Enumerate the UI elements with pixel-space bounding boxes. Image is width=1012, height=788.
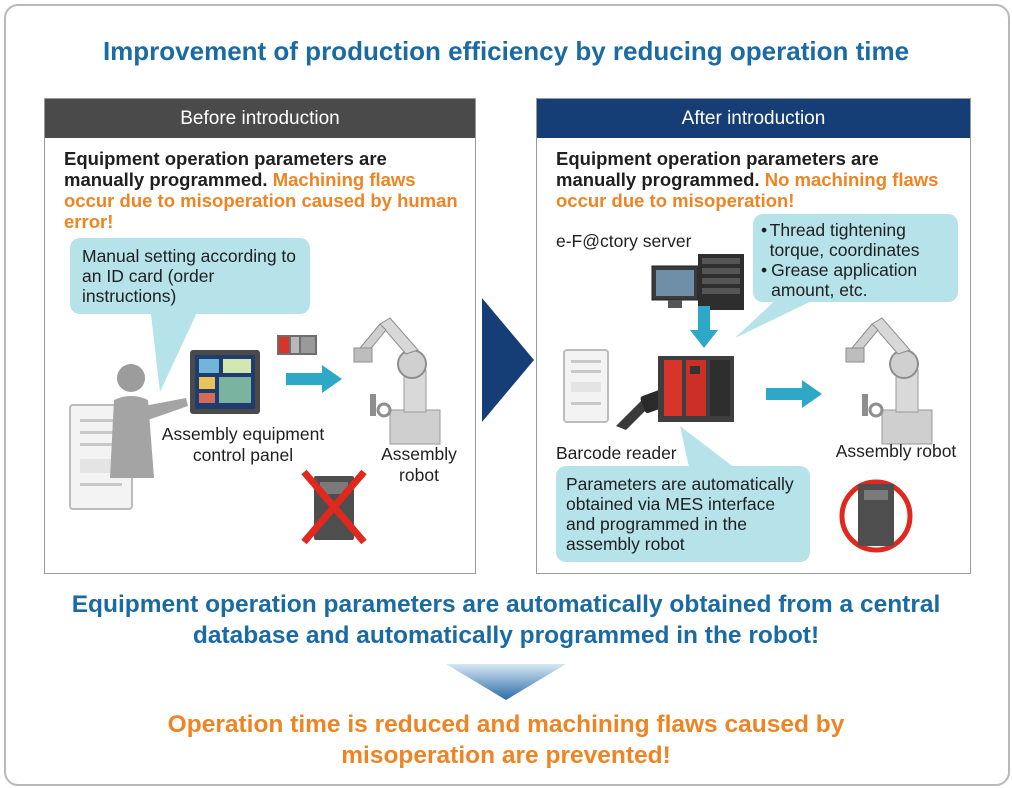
inverter-crossed-icon (301, 469, 367, 545)
robot-icon (353, 317, 441, 445)
bullet-text: Thread tightening torque, coordinates (769, 220, 920, 260)
server-label: e-F@ctory server (556, 231, 692, 251)
operator-icon (110, 364, 188, 478)
after-robot-label: Assembly robot (835, 441, 957, 461)
before-description: Equipment operation parameters are manua… (64, 148, 464, 232)
before-desc-warning: Machining flaws occur due to misoperatio… (64, 169, 458, 232)
server-icon (651, 254, 744, 310)
result-text: Operation time is reduced and machining … (167, 711, 845, 769)
after-desc-text: Equipment operation parameters are manua… (556, 148, 879, 190)
down-arrow-icon (690, 306, 718, 348)
flow-arrow-icon (766, 380, 822, 408)
control-panel-icon (190, 350, 260, 414)
before-bubble: Manual setting according to an ID card (… (70, 238, 310, 314)
conclusion-text: Equipment operation parameters are autom… (71, 591, 941, 649)
bullet-item: •Thread tightening torque, coordinates (761, 220, 950, 260)
control-panel-label: Assembly equipment control panel (161, 424, 325, 465)
plc-icon (277, 335, 317, 355)
transition-arrow-icon (482, 298, 534, 422)
bullet-text: Grease application amount, etc. (771, 260, 918, 300)
page-title: Improvement of production efficiency by … (102, 36, 910, 66)
bullet-item: •Grease application amount, etc. (761, 260, 950, 300)
barcode-reader-label: Barcode reader (556, 443, 677, 463)
after-description: Equipment operation parameters are manua… (556, 148, 956, 211)
id-card-icon (563, 349, 609, 423)
down-chevron-icon (446, 664, 566, 700)
after-header: After introduction (537, 99, 970, 138)
parameters-bubble: •Thread tightening torque, coordinates •… (753, 214, 958, 302)
flow-arrow-icon (286, 365, 342, 393)
mes-controller-icon (658, 356, 734, 422)
before-header: Before introduction (45, 99, 475, 138)
mes-bubble: Parameters are automatically obtained vi… (556, 466, 810, 562)
inverter-approved-icon (839, 479, 913, 553)
before-robot-label: Assembly robot (381, 444, 457, 485)
after-desc-success: No machining flaws occur due to misopera… (556, 169, 939, 211)
before-desc-text: Equipment operation parameters are manua… (64, 148, 387, 190)
robot-icon (845, 317, 933, 445)
